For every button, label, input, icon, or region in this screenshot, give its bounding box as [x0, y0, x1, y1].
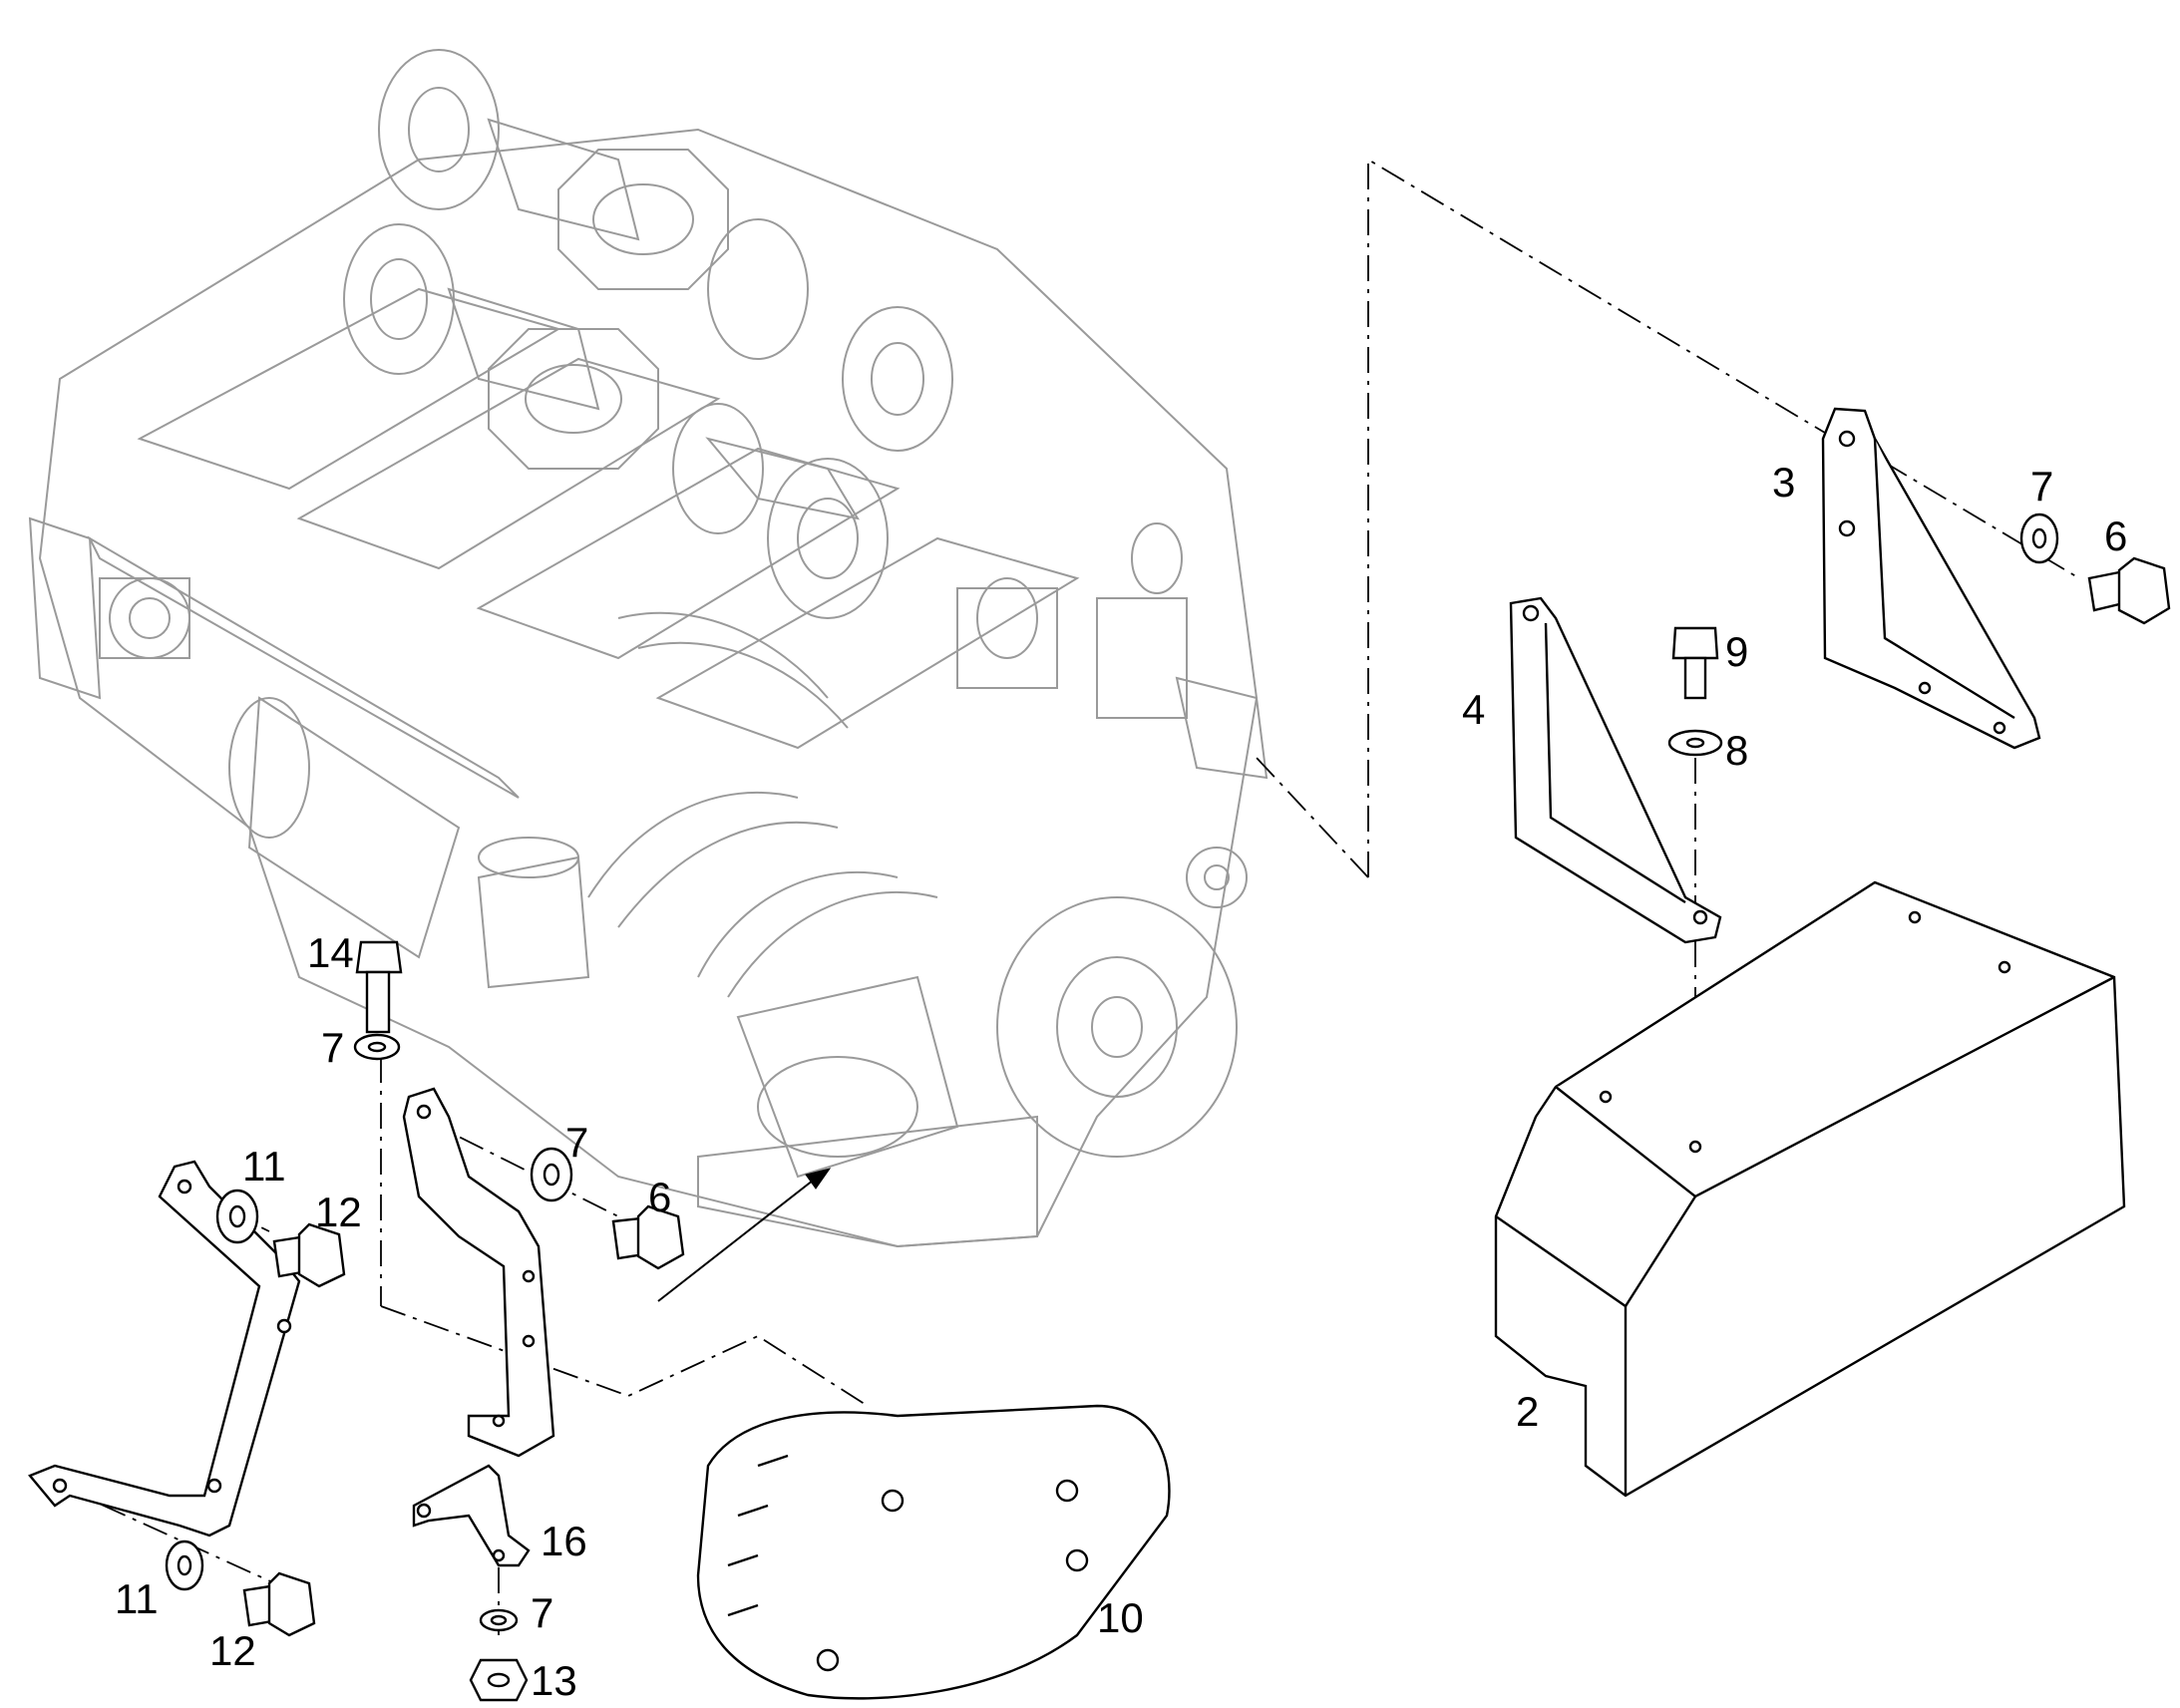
callout-6-lower: 6 — [648, 1174, 671, 1220]
callout-10: 10 — [1097, 1594, 1144, 1641]
part-6-bolt-lower — [611, 1204, 685, 1270]
engine-assembly — [28, 49, 1269, 1248]
part-11-washer-upper — [215, 1189, 259, 1244]
callout-2: 2 — [1516, 1388, 1539, 1435]
part-16-strap — [412, 1464, 531, 1567]
part-13-nut — [469, 1658, 529, 1702]
part-7-washer-middle — [530, 1147, 573, 1202]
part-3-bracket — [1821, 407, 2041, 750]
callout-12-upper: 12 — [315, 1189, 362, 1235]
part-10-guard — [696, 1404, 1171, 1700]
callout-7-upper: 7 — [2030, 463, 2053, 510]
callout-3: 3 — [1772, 459, 1795, 506]
part-7-washer-left — [353, 1033, 401, 1061]
callout-8: 8 — [1725, 727, 1748, 774]
callout-12-lower: 12 — [209, 1627, 256, 1674]
callout-14: 14 — [307, 929, 354, 976]
callout-16: 16 — [541, 1518, 587, 1564]
callout-11-lower: 11 — [115, 1575, 159, 1622]
part-2-cover — [1494, 880, 2126, 1498]
part-7-washer-bottom — [479, 1608, 519, 1632]
part-7-washer-upper — [2019, 512, 2059, 564]
part-6-bolt-upper — [2087, 556, 2171, 625]
callout-11-upper: 11 — [242, 1143, 286, 1190]
callout-7-left: 7 — [321, 1024, 344, 1071]
part-11-washer-lower — [165, 1539, 204, 1591]
part-8-washer — [1667, 729, 1723, 757]
part-center-bracket — [402, 1087, 555, 1458]
callout-6-upper: 6 — [2104, 512, 2127, 559]
callout-7-bottom: 7 — [531, 1589, 553, 1636]
part-left-z-bracket — [28, 1160, 301, 1537]
part-14-bolt — [355, 940, 403, 1034]
callout-7-middle: 7 — [565, 1119, 588, 1166]
callout-13: 13 — [531, 1657, 577, 1704]
callout-4: 4 — [1462, 686, 1485, 733]
part-9-bolt — [1671, 626, 1719, 700]
part-12-bolt-lower — [242, 1571, 316, 1637]
part-12-bolt-upper — [272, 1222, 346, 1288]
callout-9: 9 — [1725, 628, 1748, 675]
callout-labels: 2 3 4 6 6 7 7 7 7 8 9 10 11 11 12 12 13 … — [115, 459, 2127, 1704]
part-4-bracket — [1509, 596, 1722, 944]
